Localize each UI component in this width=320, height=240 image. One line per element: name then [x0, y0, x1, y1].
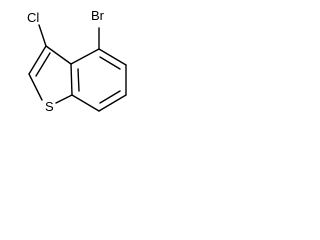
bond-c6-c7-double: [99, 90, 121, 104]
bond-c3-cl: [38, 24, 47, 47]
bond-c3a-c4: [70, 48, 100, 65]
bond-c3-c2: [28, 45, 47, 75]
bond-c3a-c7a: [70, 63, 73, 96]
bond-s1-c7a: [55, 94, 73, 104]
bond-c2-s1: [28, 73, 43, 101]
bond-c3a-c7a-double: [77, 68, 80, 92]
sulfur-label: S: [45, 99, 54, 114]
bond-c2-c3-double: [35, 52, 51, 77]
bromine-label: Br: [91, 8, 105, 23]
bond-c6-c7: [98, 94, 127, 112]
bond-c4-c5: [98, 48, 127, 66]
benzothiophene-structure: Cl Br S: [27, 8, 127, 114]
bond-c4-c5-double: [99, 56, 121, 70]
chlorine-label: Cl: [27, 10, 39, 25]
bond-c7-c7a: [71, 94, 100, 112]
bond-c3-c3a: [45, 45, 72, 65]
